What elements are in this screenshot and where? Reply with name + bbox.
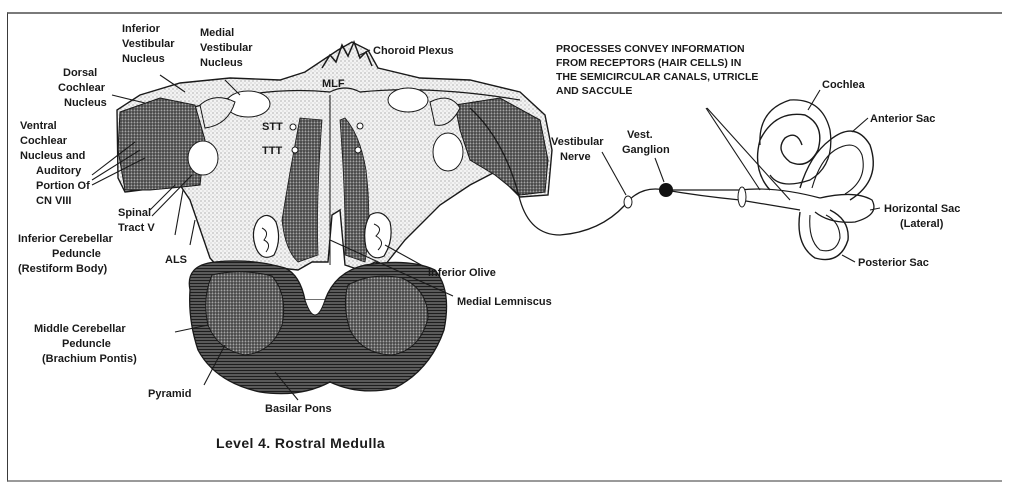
als-label: ALS <box>165 254 187 266</box>
right-spinal-tract-v <box>433 133 463 171</box>
vestibular-nerve-label: Vestibular Nerve <box>551 136 607 163</box>
medial-vestibular-label: Medial Vestibular Nucleus <box>200 27 256 69</box>
left-stt-marker <box>290 124 296 130</box>
right-vestibular-nucleus <box>388 88 428 112</box>
vest-ganglion-label: Vest. Ganglion <box>622 129 670 156</box>
right-stt-marker <box>357 123 363 129</box>
inferior-cerebellar-label: Inferior Cerebellar Peduncle (Restiform … <box>18 233 116 275</box>
nerve-node <box>624 196 632 208</box>
anterior-sac-label: Anterior Sac <box>870 113 935 125</box>
posterior-canal-inner <box>810 215 840 251</box>
left-spinal-tract-v <box>188 141 218 175</box>
right-ttt-marker <box>355 147 361 153</box>
figure-caption: Level 4. Rostral Medulla <box>216 435 385 451</box>
inferior-vestibular-label: Inferior Vestibular Nucleus <box>122 23 178 65</box>
left-cochlear-region <box>118 98 205 190</box>
middle-cerebellar-label: Middle Cerebellar Peduncle (Brachium Pon… <box>34 323 137 365</box>
cochlea-label: Cochlea <box>822 79 866 91</box>
dorsal-cochlear-label: Dorsal Cochlear Nucleus <box>58 67 108 109</box>
left-ttt-marker <box>292 147 298 153</box>
ventral-cochlear-label: Ventral Cochlear Nucleus and Auditory Po… <box>20 120 93 207</box>
spinal-tract-label: Spinal Tract V <box>118 207 155 234</box>
anterior-canal-inner <box>812 145 863 194</box>
nerve-branch-2 <box>740 189 820 198</box>
nerve-node-2 <box>738 187 746 207</box>
cochlea-shape <box>758 114 820 190</box>
stt-label: STT <box>262 121 283 133</box>
anterior-canal <box>800 131 873 200</box>
processes-note: PROCESSES CONVEY INFORMATION FROM RECEPT… <box>556 43 761 97</box>
vestibular-ganglion-dot <box>659 183 673 197</box>
inferior-olive-label: Inferior Olive <box>428 267 496 279</box>
horizontal-canal <box>815 194 874 222</box>
pyramid-label: Pyramid <box>148 388 191 400</box>
medial-lemniscus-label: Medial Lemniscus <box>457 296 552 308</box>
posterior-sac-label: Posterior Sac <box>858 257 929 269</box>
right-inferior-olive <box>365 213 391 258</box>
horizontal-sac-label: Horizontal Sac (Lateral) <box>884 203 963 230</box>
ttt-label: TTT <box>262 145 282 157</box>
basilar-pons-label: Basilar Pons <box>265 403 332 415</box>
mlf-label: MLF <box>322 78 345 90</box>
nerve-branch <box>665 190 800 210</box>
choroid-plexus-label: Choroid Plexus <box>373 45 454 57</box>
